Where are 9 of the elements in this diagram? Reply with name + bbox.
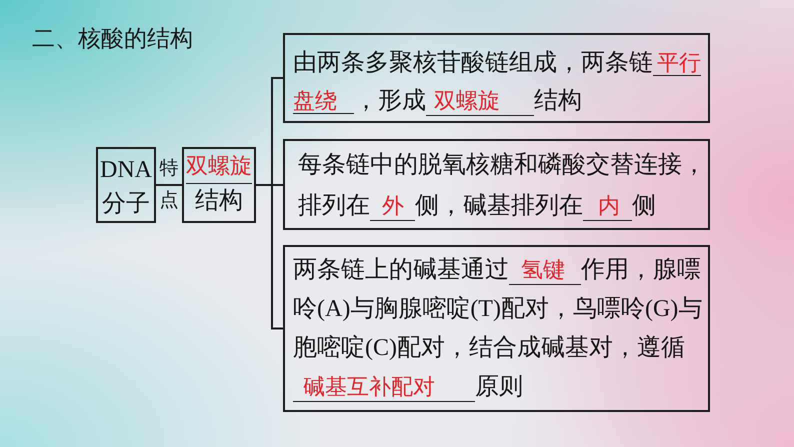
term-box: 双螺旋 结构 <box>182 147 256 223</box>
text-box: 每条链中的脱氧核糖和磷酸交替连接，排列在 外 侧，碱基排列在 内 侧 <box>283 139 710 230</box>
text-box: 由两条多聚核苷酸链组成，两条链 平行盘绕 ，形成 双螺旋 结构 <box>283 33 710 123</box>
connector-line <box>256 184 283 330</box>
term-box: DNA分子 <box>96 147 156 223</box>
text-box: 两条链上的碱基通过 氢键 作用，腺嘌呤(A)与胸腺嘧啶(T)配对，鸟嘌呤(G)与胞嘧啶(C)配对，结合成碱基对，遵循 碱基互补配对 原则 <box>283 245 710 412</box>
heading: 二、核酸的结构 <box>32 24 193 52</box>
edge-label: 特点 <box>158 157 180 213</box>
connector-line <box>156 184 182 186</box>
